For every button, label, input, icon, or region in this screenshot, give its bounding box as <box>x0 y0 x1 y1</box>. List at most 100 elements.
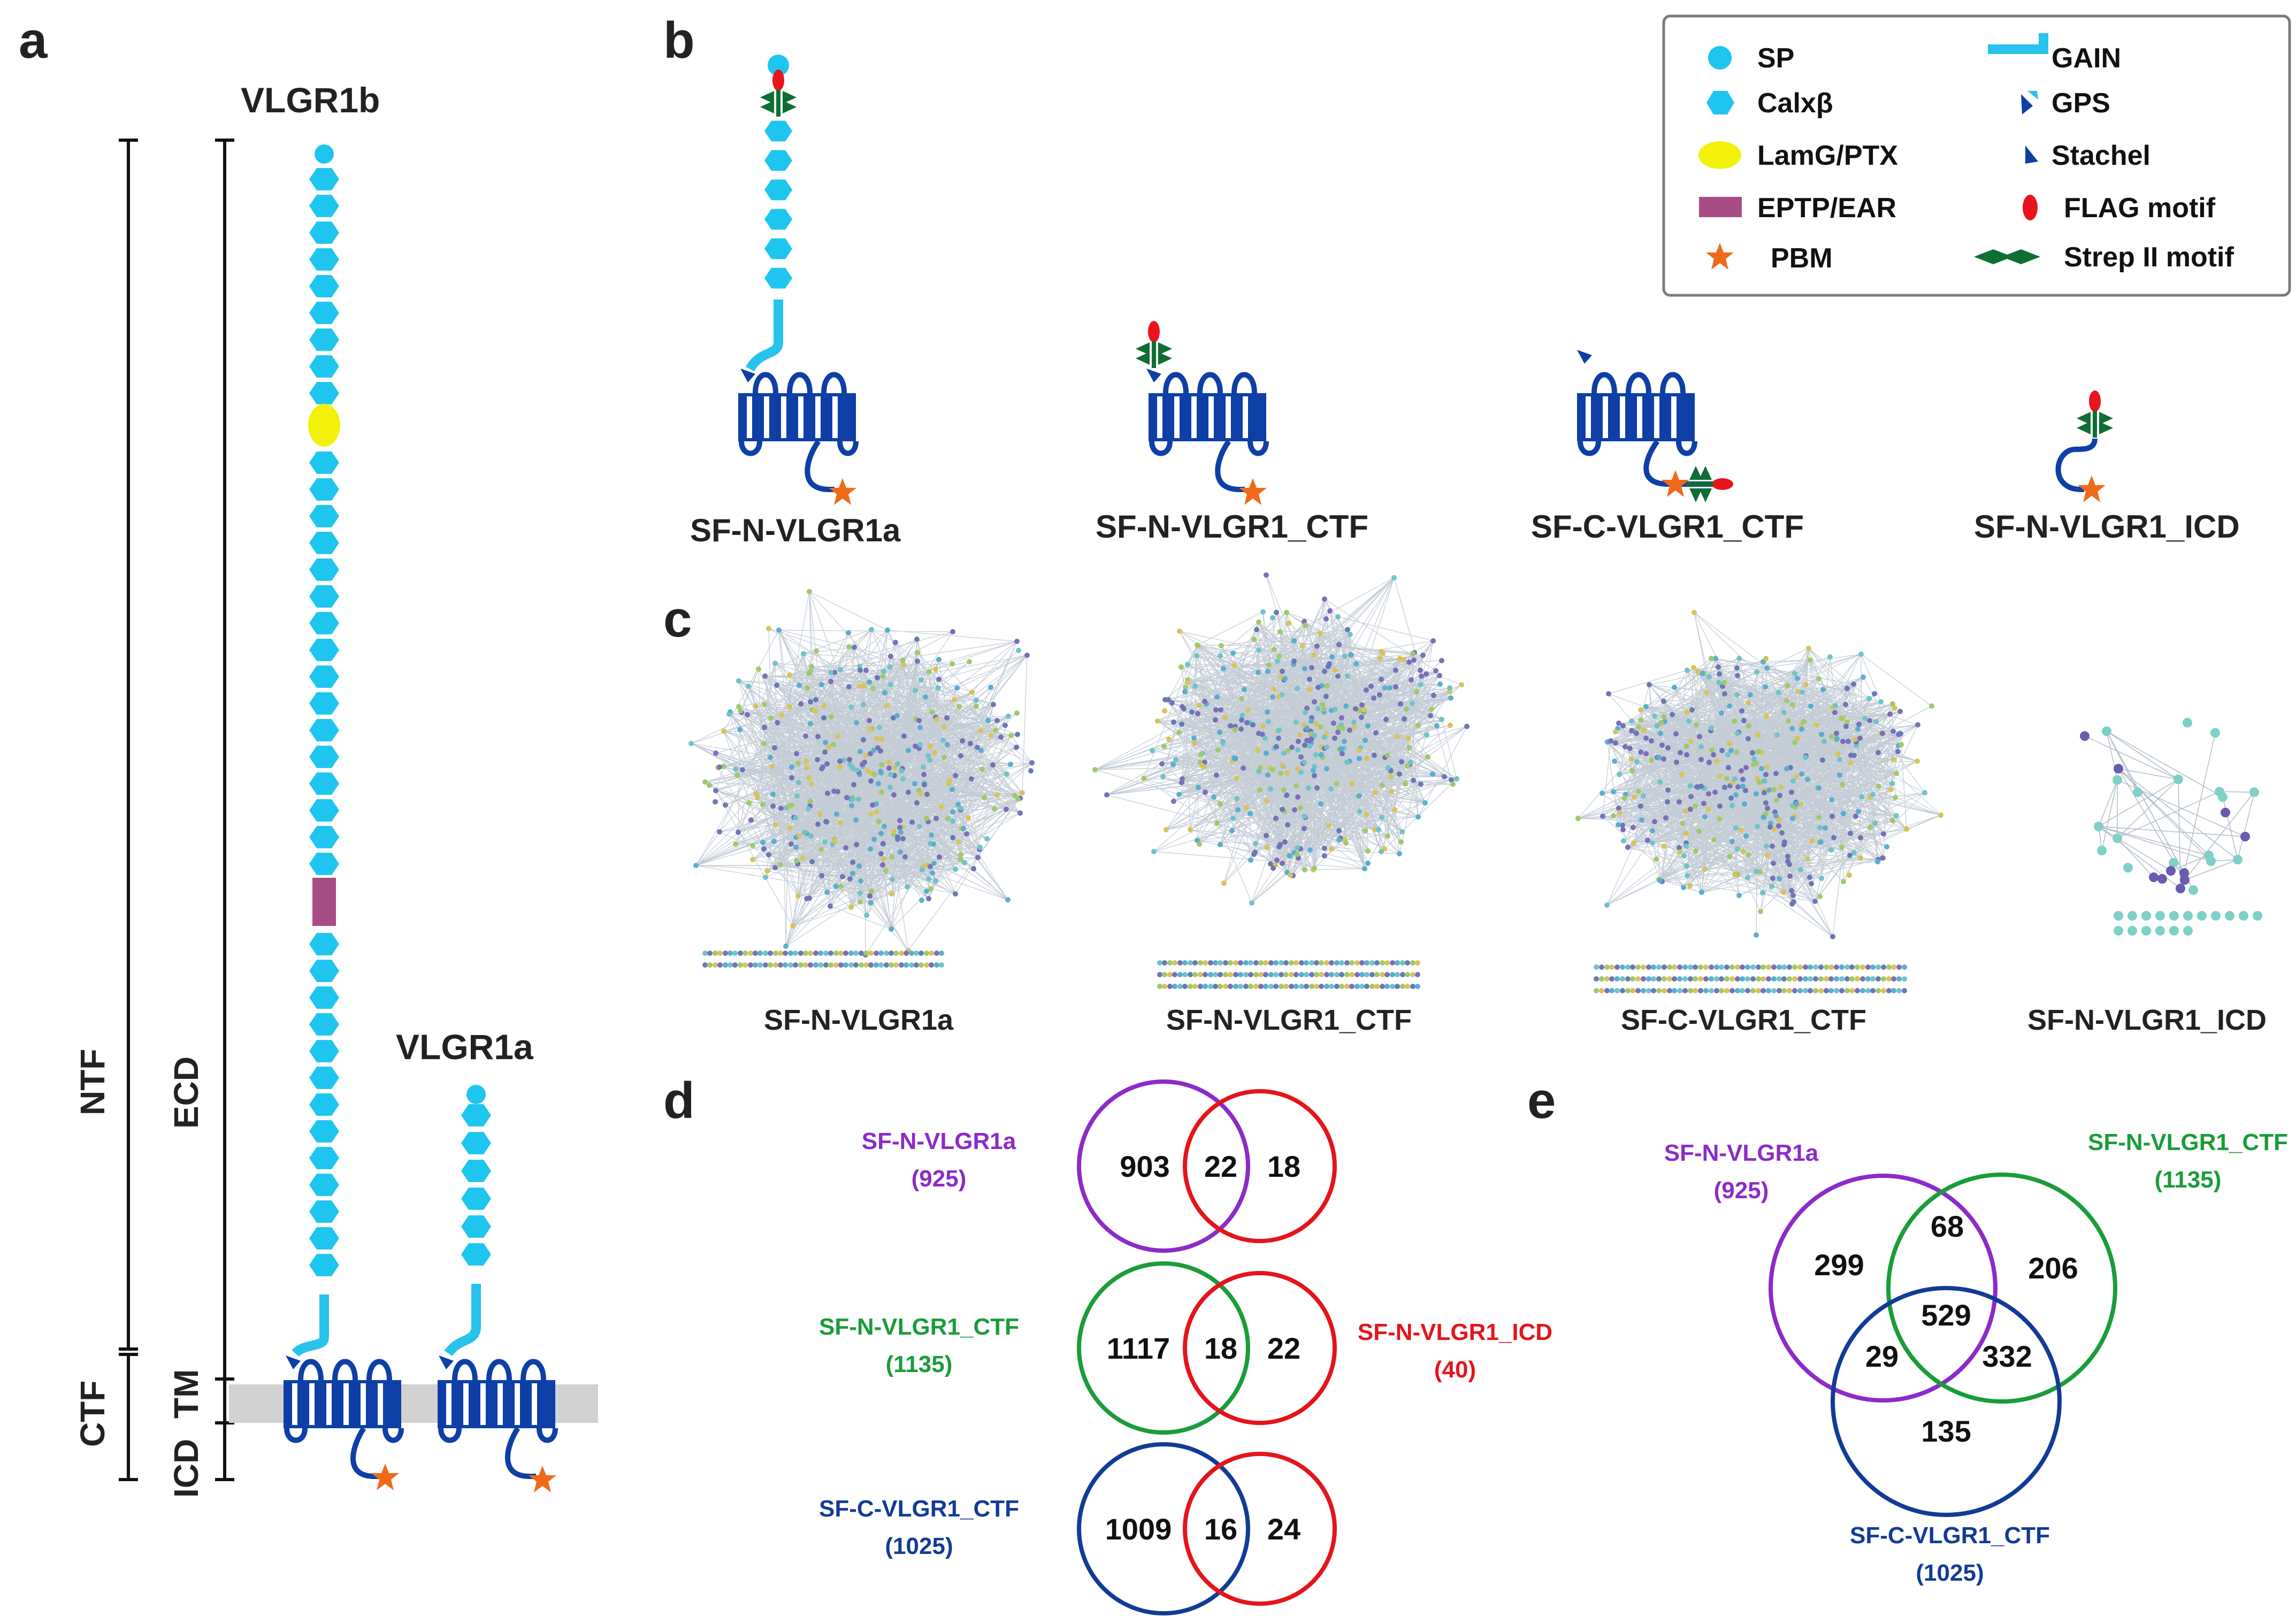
venn-e-circle-3 <box>1831 1286 2062 1517</box>
venn-d-count-1: (925) <box>912 1166 967 1192</box>
venn-d-count-2: (1135) <box>886 1351 953 1377</box>
vlgr1b-title: VLGR1b <box>241 80 380 120</box>
venn-e-only-a: 299 <box>1814 1248 1864 1282</box>
venn-e-all: 529 <box>1921 1298 1971 1332</box>
network-sf-c-vlgr1-ctf <box>1575 610 1943 993</box>
venn-d1-mid: 22 <box>1204 1150 1237 1183</box>
network-label-1: SF-N-VLGR1a <box>764 1004 954 1036</box>
legend-box <box>1662 14 2291 297</box>
construct-label-2: SF-N-VLGR1_CTF <box>1096 509 1368 545</box>
gain-icon <box>1988 33 2048 54</box>
legend-stachel: Stachel <box>2052 140 2150 171</box>
vlgr1a-title: VLGR1a <box>396 1027 534 1067</box>
legend-flag: FLAG motif <box>2064 193 2216 224</box>
panel-letter-b: b <box>663 12 695 69</box>
panel-letter-d: d <box>663 1072 695 1129</box>
venn-d-name-2: SF-N-VLGR1_CTF <box>819 1314 1019 1340</box>
construct-label-3: SF-C-VLGR1_CTF <box>1531 509 1804 545</box>
network-label-3: SF-C-VLGR1_CTF <box>1621 1004 1866 1036</box>
ecd-label: ECD <box>167 1056 205 1129</box>
vlgr1a-icd <box>505 1427 536 1479</box>
ntf-label: NTF <box>73 1049 112 1115</box>
venn-d2-right: 22 <box>1267 1331 1300 1365</box>
venn-d1-right: 18 <box>1267 1150 1300 1183</box>
venn-e-circle-2 <box>1886 1173 2117 1404</box>
vlgr1a-stachel <box>439 1355 454 1369</box>
venn-d2-circle-left <box>1077 1261 1250 1435</box>
construct-label-1: SF-N-VLGR1a <box>690 512 901 548</box>
legend-sp: SP <box>1757 43 1794 74</box>
calx-icon <box>1706 91 1734 114</box>
network-sf-n-vlgr1-icd <box>2080 718 2262 936</box>
icd-bracket <box>215 1423 234 1481</box>
venn-e-only-b: 206 <box>2028 1251 2078 1285</box>
construct-sf-n-vlgr1a <box>738 55 856 505</box>
venn-e-a-c: 29 <box>1865 1339 1899 1373</box>
legend: SP Calxβ LamG/PTX EPTP/EAR PBM GAIN GPS … <box>1662 14 2291 297</box>
venn-d3-circle-right <box>1183 1452 1337 1606</box>
venn-e-name-3: SF-C-VLGR1_CTF <box>1850 1522 2050 1549</box>
construct-sf-n-vlgr1-icd <box>2055 390 2113 502</box>
venn-e-circle-1 <box>1769 1174 1997 1403</box>
construct-label-4: SF-N-VLGR1_ICD <box>1974 509 2240 545</box>
vlgr1a-gain <box>444 1284 481 1357</box>
panel-letter-a: a <box>19 12 48 69</box>
panel-c: c SF-N-VLGR1a SF-N-VLGR1_CTF SF-C-VLGR1_… <box>663 572 2267 1036</box>
gps-icon <box>2021 91 2038 114</box>
flag-icon <box>2023 195 2038 220</box>
panel-b: b SF-N-VLGR1a SF-N-VLGR1_CTF <box>663 12 2240 548</box>
sp-icon <box>1708 46 1732 70</box>
venn-e-b-c: 332 <box>1982 1339 2032 1373</box>
venn-d2-left: 1117 <box>1107 1331 1170 1365</box>
lamg-icon <box>1698 141 1741 169</box>
venn-e-count-3: (1025) <box>1916 1560 1984 1586</box>
vlgr1a-protein <box>461 1085 491 1266</box>
network-sf-n-vlgr1a <box>688 589 1035 968</box>
strep-icon <box>1974 249 2040 264</box>
ntf-bracket <box>119 139 138 1351</box>
venn-d-name-3: SF-C-VLGR1_CTF <box>819 1496 1019 1522</box>
venn-e-a-b: 68 <box>1931 1209 1964 1243</box>
vlgr1b-stachel <box>286 1355 301 1369</box>
icd-label: ICD <box>167 1439 205 1498</box>
venn-e-name-2: SF-N-VLGR1_CTF <box>2088 1129 2288 1155</box>
venn-e-count-2: (1135) <box>2155 1167 2222 1193</box>
network-label-2: SF-N-VLGR1_CTF <box>1166 1004 1412 1036</box>
venn-d3-left: 1009 <box>1105 1512 1172 1546</box>
venn-d2-circle-right <box>1183 1271 1337 1425</box>
legend-gps: GPS <box>2052 88 2110 119</box>
ctf-bracket <box>119 1353 138 1481</box>
panel-letter-c: c <box>663 591 692 648</box>
vlgr1b-tm-domain <box>284 1362 401 1441</box>
venn-e-name-1: SF-N-VLGR1a <box>1664 1140 1819 1166</box>
vlgr1b-icd <box>350 1427 381 1479</box>
venn-d2-mid: 18 <box>1204 1331 1237 1365</box>
panel-e: e SF-N-VLGR1a (925) SF-N-VLGR1_CTF (1135… <box>1527 1072 2288 1586</box>
venn-d3-circle-left <box>1077 1442 1250 1615</box>
legend-gain: GAIN <box>2052 43 2121 74</box>
venn-d3-mid: 16 <box>1204 1512 1237 1546</box>
ecd-bracket <box>215 139 234 1381</box>
panel-a: a VLGR1b VLGR1a NTF CTF ECD TM <box>19 12 598 1498</box>
venn-d3-right: 24 <box>1267 1512 1300 1546</box>
legend-calx: Calxβ <box>1757 88 1833 119</box>
venn-d-name-1: SF-N-VLGR1a <box>862 1128 1016 1154</box>
legend-strep: Strep II motif <box>2064 242 2234 273</box>
venn-e-count-1: (925) <box>1714 1177 1769 1204</box>
venn-d1-left: 903 <box>1120 1150 1169 1183</box>
legend-lamg: LamG/PTX <box>1757 140 1898 171</box>
vlgr1a-tm-domain <box>438 1362 555 1441</box>
venn-d-icd-name: SF-N-VLGR1_ICD <box>1358 1319 1552 1345</box>
venn-d1-circle-left <box>1077 1079 1250 1253</box>
venn-d-icd-count: (40) <box>1434 1357 1476 1383</box>
panel-d: d SF-N-VLGR1a (925) SF-N-VLGR1_CTF (1135… <box>663 1072 1552 1615</box>
tm-label: TM <box>167 1369 205 1419</box>
network-label-4: SF-N-VLGR1_ICD <box>2027 1004 2267 1036</box>
venn-e-only-c: 135 <box>1921 1414 1971 1448</box>
network-sf-n-vlgr1-ctf <box>1092 572 1470 989</box>
eptp-icon <box>1699 197 1742 217</box>
construct-sf-n-vlgr1-ctf <box>1136 321 1267 505</box>
venn-d1-circle-right <box>1183 1089 1337 1243</box>
panel-letter-e: e <box>1527 1072 1556 1129</box>
